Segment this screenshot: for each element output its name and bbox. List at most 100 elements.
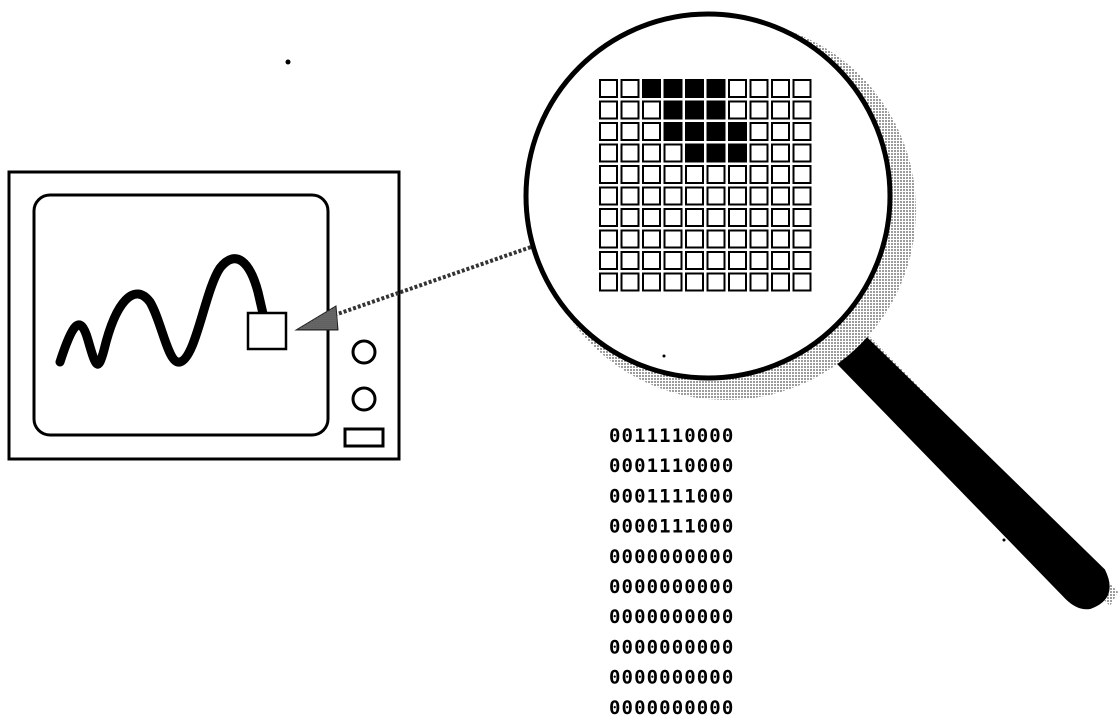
pixel-on <box>686 145 703 162</box>
pixel-off <box>772 274 789 291</box>
pixel-on <box>686 80 703 97</box>
pixel-off <box>729 231 746 248</box>
pixel-off <box>622 274 639 291</box>
pixel-off <box>794 145 811 162</box>
pixel-off <box>643 188 660 205</box>
pixel-off <box>751 274 768 291</box>
pixel-off <box>751 166 768 183</box>
pixel-off <box>772 231 789 248</box>
pixel-off <box>622 209 639 226</box>
pixel-on <box>686 123 703 140</box>
pixel-off <box>794 102 811 119</box>
pixel-off <box>794 188 811 205</box>
pixel-off <box>708 188 725 205</box>
pixel-off <box>729 80 746 97</box>
pixel-off <box>600 188 617 205</box>
pixel-off <box>600 274 617 291</box>
binary-row: 0000111000 <box>609 516 734 538</box>
pixel-off <box>708 209 725 226</box>
pixel-off <box>794 123 811 140</box>
pixel-off <box>708 274 725 291</box>
sample-region-box <box>248 313 286 349</box>
pixel-off <box>665 231 682 248</box>
pixel-on <box>708 102 725 119</box>
pixel-on <box>708 80 725 97</box>
pixel-off <box>686 188 703 205</box>
pixel-off <box>686 166 703 183</box>
pixel-on <box>729 123 746 140</box>
pixel-off <box>751 209 768 226</box>
pixel-off <box>622 80 639 97</box>
monitor-knob-top <box>353 341 375 363</box>
pixel-on <box>665 102 682 119</box>
pixel-off <box>794 166 811 183</box>
pixel-off <box>794 231 811 248</box>
pixel-off <box>643 123 660 140</box>
pixel-off <box>751 102 768 119</box>
pixel-off <box>643 209 660 226</box>
pixel-on <box>708 123 725 140</box>
binary-matrix: 0011110000 0001110000 0001111000 0000111000… <box>609 425 734 719</box>
pixel-off <box>729 188 746 205</box>
pixel-off <box>751 123 768 140</box>
monitor-icon <box>9 172 399 459</box>
pixel-off <box>622 145 639 162</box>
pixel-off <box>665 188 682 205</box>
pixel-off <box>751 80 768 97</box>
pixel-off <box>665 274 682 291</box>
pixel-off <box>622 123 639 140</box>
pixel-off <box>729 102 746 119</box>
pixel-off <box>643 145 660 162</box>
pixel-off <box>751 145 768 162</box>
pixel-off <box>622 102 639 119</box>
binary-row: 0001110000 <box>609 455 734 477</box>
pixel-off <box>600 80 617 97</box>
pixel-off <box>729 274 746 291</box>
pixel-off <box>686 274 703 291</box>
pixel-off <box>729 166 746 183</box>
pixel-off <box>772 188 789 205</box>
pixel-off <box>600 123 617 140</box>
pixel-off <box>622 166 639 183</box>
pixel-off <box>772 80 789 97</box>
pixel-off <box>772 123 789 140</box>
pixel-off <box>600 252 617 269</box>
pixel-off <box>751 252 768 269</box>
binary-row: 0000000000 <box>609 606 734 628</box>
pixel-off <box>708 231 725 248</box>
pixel-off <box>600 209 617 226</box>
pixel-on <box>643 80 660 97</box>
pixel-off <box>665 166 682 183</box>
pixel-off <box>643 102 660 119</box>
pixel-off <box>794 80 811 97</box>
pixel-off <box>772 102 789 119</box>
binary-row: 0000000000 <box>609 697 734 719</box>
pixel-on <box>665 80 682 97</box>
magnifier-handle <box>820 320 1109 608</box>
binary-row: 0011110000 <box>609 425 734 447</box>
pixel-off <box>665 145 682 162</box>
pixel-on <box>665 123 682 140</box>
binary-row: 0000000000 <box>609 636 734 658</box>
pixel-off <box>622 231 639 248</box>
pixel-off <box>600 145 617 162</box>
pixel-off <box>772 166 789 183</box>
pixel-off <box>686 231 703 248</box>
binary-row: 0000000000 <box>609 667 734 689</box>
pixel-off <box>600 231 617 248</box>
pixel-off <box>622 188 639 205</box>
pixel-off <box>794 209 811 226</box>
pixel-off <box>600 166 617 183</box>
pixel-off <box>794 252 811 269</box>
pixel-off <box>622 252 639 269</box>
monitor-slot <box>345 429 383 446</box>
monitor-knob-bottom <box>353 388 375 410</box>
pixel-off <box>686 209 703 226</box>
pixel-on <box>729 145 746 162</box>
pixel-off <box>772 145 789 162</box>
pixel-off <box>772 252 789 269</box>
pixel-off <box>772 209 789 226</box>
binary-row: 0001111000 <box>609 485 734 507</box>
pixel-off <box>708 252 725 269</box>
